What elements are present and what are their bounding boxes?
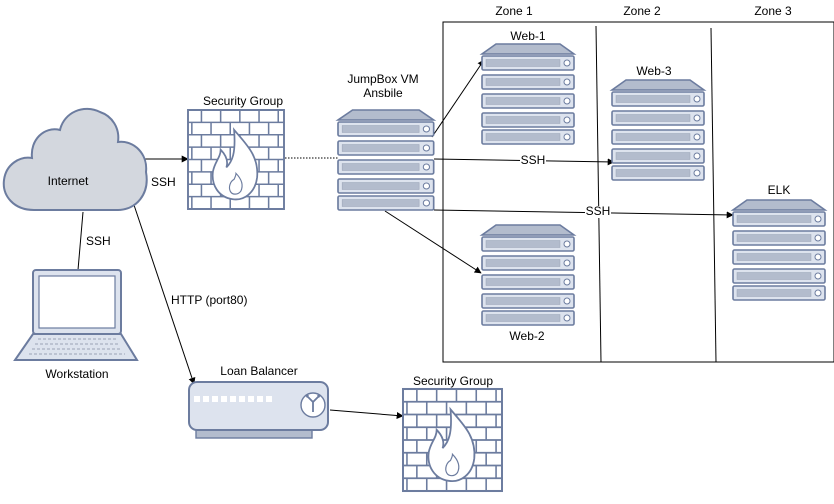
web2-label: Web-2 <box>509 329 544 343</box>
server-icon <box>337 109 435 211</box>
edge-workstation-to-internet <box>77 211 84 271</box>
edge-label-workstation-ssh: SSH <box>86 234 111 248</box>
load-balancer-label: Loan Balancer <box>220 364 297 378</box>
cloud-icon <box>2 107 148 211</box>
edge-label-bg-web3 <box>520 154 546 166</box>
edge-load-balancer-to-security-group <box>329 409 404 419</box>
load-balancer-icon <box>188 381 329 439</box>
server-icon <box>481 224 575 326</box>
elk-label: ELK <box>768 183 791 197</box>
edge-jumpbox-to-elk <box>433 209 734 219</box>
firewall-icon <box>401 387 504 493</box>
zone-1-label: Zone 1 <box>495 4 533 18</box>
edge-label-http: HTTP (port80) <box>171 293 247 307</box>
firewall-icon <box>187 109 285 210</box>
jumpbox-label-line1: JumpBox VM <box>347 72 418 86</box>
edge-internet-to-load-balancer <box>133 204 196 385</box>
web3-label: Web-3 <box>636 64 671 78</box>
edge-label-jumpbox-elk-ssh: SSH <box>586 204 611 218</box>
edge-jumpbox-to-web1 <box>431 59 485 138</box>
zone-container <box>442 21 834 363</box>
edge-label-internet-ssh: SSH <box>151 175 176 189</box>
security-group-top-label: Security Group <box>203 94 283 108</box>
server-icon <box>611 79 705 181</box>
web1-label: Web-1 <box>510 29 545 43</box>
laptop-icon <box>13 269 139 361</box>
internet-label: Internet <box>48 174 89 188</box>
jumpbox-label-line2: Ansbile <box>363 86 403 100</box>
edge-jumpbox-to-web2 <box>384 210 482 274</box>
edge-label-jumpbox-web3-ssh: SSH <box>521 153 546 167</box>
edge-label-bg-elk <box>585 206 611 218</box>
server-icon <box>481 43 575 145</box>
security-group-bottom-label: Security Group <box>413 374 493 388</box>
workstation-label: Workstation <box>45 367 108 381</box>
server-icon <box>732 199 826 301</box>
zone-3-label: Zone 3 <box>754 4 792 18</box>
zone-2-label: Zone 2 <box>623 4 661 18</box>
